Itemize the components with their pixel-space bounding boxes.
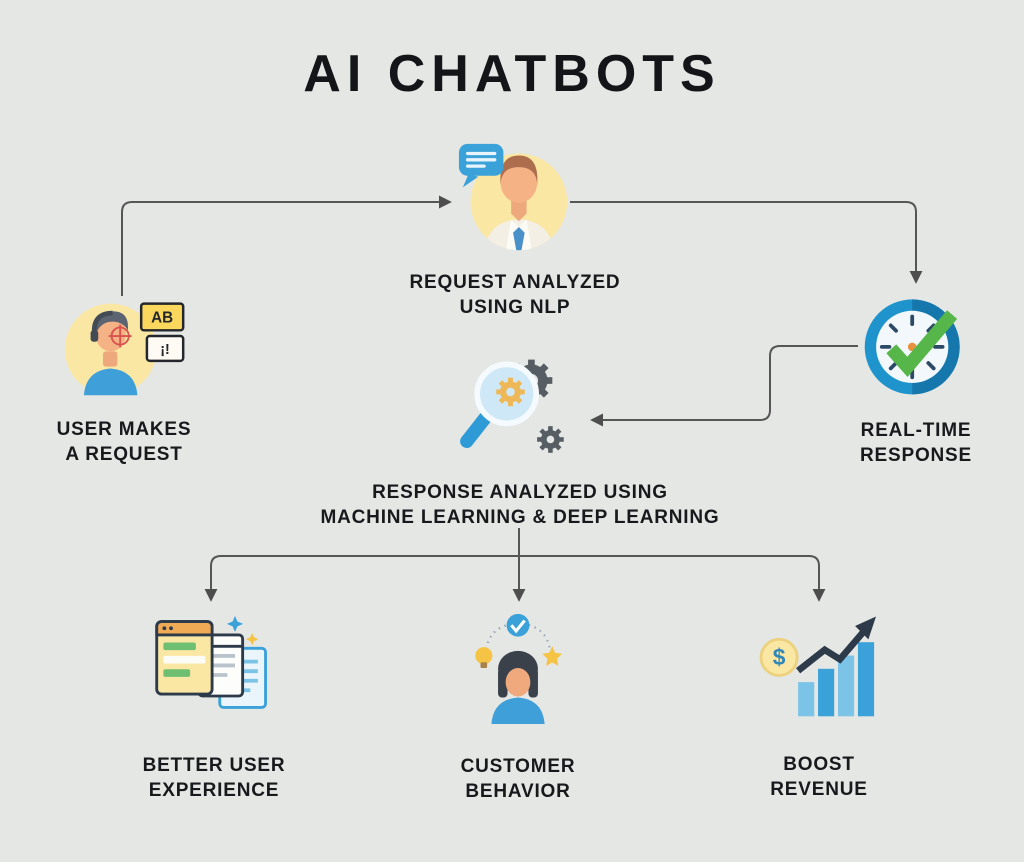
label-customer-behavior: CUSTOMER BEHAVIOR — [460, 756, 576, 803]
clock-checkmark-icon — [864, 299, 960, 395]
star-icon — [542, 646, 563, 666]
label-better-user-experience: BETTER USER EXPERIENCE — [142, 755, 286, 802]
node-request-analyzed-nlp: REQUEST ANALYZED USING NLP — [365, 140, 665, 320]
speech-box-ab: AB — [139, 302, 185, 332]
chatbot-agent-icon — [458, 143, 568, 251]
user-with-speech-boxes-icon: AB ¡! — [64, 302, 185, 396]
check-badge-icon — [506, 613, 530, 637]
speech-box-glitch: ¡! — [145, 334, 185, 363]
growth-bar-chart-icon: $ — [759, 616, 876, 717]
label-user-makes-request: USER MAKES A REQUEST — [56, 419, 192, 466]
page-title: AI CHATBOTS — [303, 45, 721, 103]
trend-arrow-icon — [796, 630, 866, 674]
magnifier-gears-icon — [460, 359, 564, 453]
svg-text:AB: AB — [151, 310, 173, 327]
node-response-analyzed-ml: RESPONSE ANALYZED USING MACHINE LEARNING… — [290, 352, 750, 530]
node-better-user-experience: BETTER USER EXPERIENCE — [94, 608, 334, 803]
checkmark-icon — [886, 310, 958, 377]
node-customer-behavior: CUSTOMER BEHAVIOR — [398, 610, 638, 804]
gear-icon — [496, 377, 525, 407]
node-user-makes-request: AB ¡! USER MAKES A REQUEST — [18, 290, 230, 467]
node-realtime-response: REAL-TIME RESPONSE — [806, 288, 1024, 468]
bar-chart-bars — [798, 642, 875, 717]
coin-icon: $ — [759, 637, 799, 677]
lightbulb-icon — [475, 647, 493, 668]
svg-text:¡!: ¡! — [160, 342, 170, 358]
gear-icon — [537, 426, 564, 453]
label-request-analyzed-nlp: REQUEST ANALYZED USING NLP — [409, 272, 621, 319]
target-icon — [108, 324, 132, 348]
label-response-analyzed-ml: RESPONSE ANALYZED USING MACHINE LEARNING… — [320, 482, 720, 529]
chat-bubble-icon — [458, 143, 504, 188]
label-realtime-response: REAL-TIME RESPONSE — [860, 420, 972, 467]
node-boost-revenue: $ BOOST REVENUE — [699, 608, 939, 802]
customer-insights-icon — [475, 613, 563, 725]
sparkle-icon — [226, 615, 259, 646]
branch-rail — [204, 555, 826, 602]
svg-text:$: $ — [773, 644, 786, 670]
app-windows-icon — [155, 615, 267, 709]
label-boost-revenue: BOOST REVENUE — [770, 754, 868, 801]
